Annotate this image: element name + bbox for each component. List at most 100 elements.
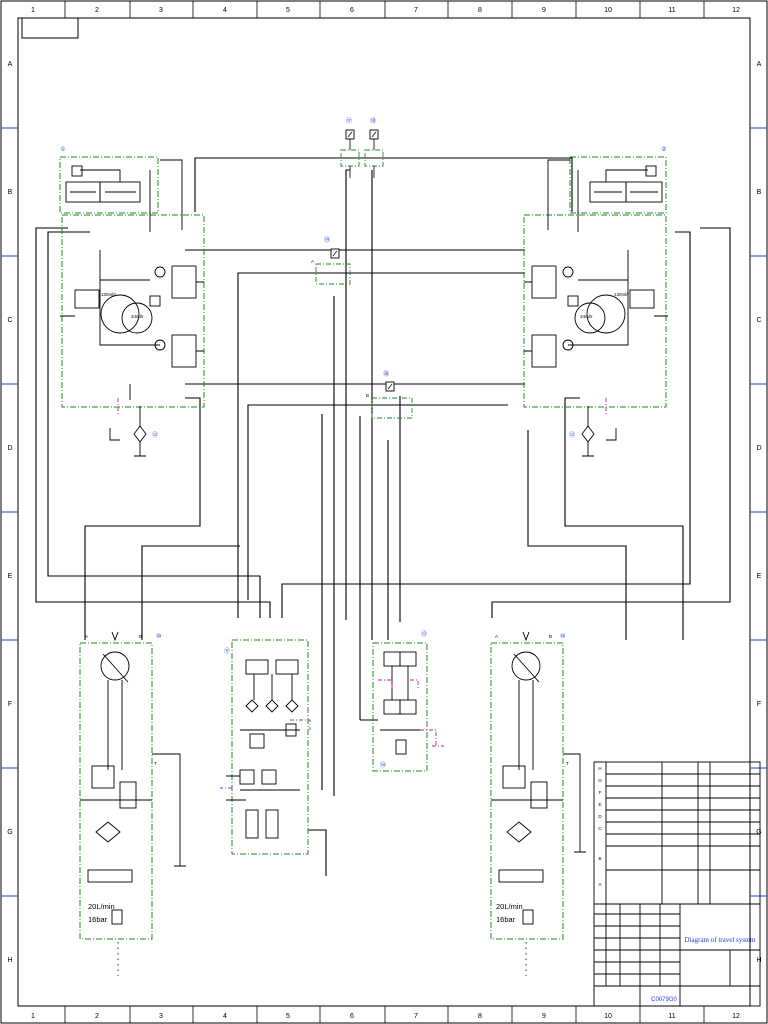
port-label-b: B	[366, 393, 369, 398]
col-label: 2	[95, 1013, 99, 1020]
module-tag: ②	[661, 146, 666, 153]
row-label: C	[7, 317, 12, 324]
module-tag: ⑪	[224, 647, 230, 655]
row-label: C	[756, 317, 761, 324]
row-label: E	[8, 573, 13, 580]
gauge-tag: ⑲	[324, 236, 330, 244]
gauge-17: ⑰	[340, 117, 360, 178]
column-labels-bottom: 1 2 3 4 5 6 7 8 9 10 11 12	[31, 1013, 740, 1020]
col-label: 4	[223, 7, 227, 14]
port-label-a: A	[85, 634, 88, 639]
displacement-small-label: 130ml/r	[614, 292, 630, 297]
col-label: 10	[604, 7, 612, 14]
col-label: 11	[668, 7, 675, 14]
port-label-b: B	[139, 634, 142, 639]
title-block	[593, 761, 761, 1007]
tb-row-letter: E	[598, 802, 601, 807]
row-label: B	[8, 189, 13, 196]
right-pump-module: ⑩ A B T 20L/min 16bar	[490, 631, 586, 976]
col-label: 10	[604, 1013, 612, 1020]
col-label: 4	[223, 1013, 227, 1020]
col-label: 5	[286, 7, 290, 14]
col-label: 3	[159, 1013, 163, 1020]
col-label: 6	[350, 7, 354, 14]
tb-row-letter: H	[598, 766, 601, 771]
displacement-large-label: 34ml/r	[131, 314, 144, 319]
hydraulic-lines	[35, 157, 731, 876]
module-tag: ①	[60, 146, 65, 153]
module-tag-bottom: ⑭	[380, 761, 386, 769]
row-label: H	[7, 957, 12, 964]
tb-row-letter: C	[598, 826, 602, 831]
module-tag: ⑬	[421, 630, 427, 638]
col-label: 9	[542, 7, 546, 14]
displacement-small-label: 130ml/r	[101, 292, 117, 297]
row-label: D	[756, 445, 761, 452]
row-labels-left: A B C D E F G H	[7, 61, 12, 964]
port-label-b: B	[549, 634, 552, 639]
col-label: 1	[31, 1013, 35, 1020]
module-tag: ⑩	[560, 633, 565, 640]
drawing-title: Diagram of travel system	[685, 936, 757, 944]
row-label: G	[7, 829, 12, 836]
col-label: 7	[414, 7, 418, 14]
col-label: 3	[159, 7, 163, 14]
row-label: D	[7, 445, 12, 452]
row-label: G	[756, 829, 761, 836]
tb-row-letter: A	[598, 882, 601, 887]
displacement-large-label: 34ml/r	[580, 314, 593, 319]
row-labels-right: A B C D E F G H	[756, 61, 761, 964]
col-label: 1	[31, 7, 35, 14]
title-block-row-letters: H G F E D C B A	[598, 766, 602, 887]
row-label: F	[8, 701, 12, 708]
selector-valve: ⑬ ⑭	[372, 630, 444, 772]
gauge-20: ⑳ B	[366, 370, 413, 419]
col-label: 12	[732, 7, 740, 14]
row-label: H	[756, 957, 761, 964]
pump-pressure-label: 16bar	[496, 915, 516, 924]
gauge-tag: ⑳	[383, 370, 389, 378]
tb-row-letter: B	[598, 856, 601, 861]
port-label-a: A	[311, 259, 314, 264]
pump-flow-label: 20L/min	[496, 902, 523, 911]
row-label: A	[757, 61, 762, 68]
row-label: E	[757, 573, 762, 580]
col-label: 2	[95, 7, 99, 14]
right-motor-module: ② 130ml/r 34ml/r	[523, 146, 668, 457]
col-label: 6	[350, 1013, 354, 1020]
row-label: B	[757, 189, 762, 196]
tank-tag: ⑫	[569, 431, 575, 439]
col-label: 7	[414, 1013, 418, 1020]
left-motor-module: ① 130ml/r 34	[59, 146, 205, 457]
center-control-valve: ⑪	[220, 639, 311, 855]
tb-row-letter: D	[598, 814, 602, 819]
module-tag: ⑩	[156, 633, 161, 640]
col-label: 8	[478, 1013, 482, 1020]
col-label: 11	[668, 1013, 675, 1020]
frame-ticks	[64, 1, 705, 1023]
port-label-a: A	[495, 634, 498, 639]
pressure-gauges: ⑰ ⑱ ⑲ A ⑳ B	[311, 117, 413, 419]
col-label: 5	[286, 1013, 290, 1020]
row-label: A	[8, 61, 13, 68]
gauge-tag: ⑰	[346, 117, 352, 125]
col-label: 12	[732, 1013, 740, 1020]
gauge-19: ⑲ A	[311, 236, 351, 285]
col-label: 9	[542, 1013, 546, 1020]
port-label-t: T	[566, 761, 569, 766]
left-pump-module: ⑩ A B T 20L/min 16bar	[79, 631, 186, 976]
tb-row-letter: F	[599, 790, 602, 795]
tb-row-letter: G	[598, 778, 602, 783]
row-label: F	[757, 701, 761, 708]
drawing-number: C0079G0	[651, 997, 677, 1003]
pump-flow-label: 20L/min	[88, 902, 115, 911]
pump-pressure-label: 16bar	[88, 915, 108, 924]
gauge-18: ⑱	[364, 117, 384, 178]
frame-ticks-side	[1, 127, 767, 897]
tank-tag: ⑫	[152, 431, 158, 439]
port-label-t: T	[154, 761, 157, 766]
column-labels-top: 1 2 3 4 5 6 7 8 9 10 11 12	[31, 7, 740, 14]
col-label: 8	[478, 7, 482, 14]
gauge-tag: ⑱	[370, 117, 376, 125]
